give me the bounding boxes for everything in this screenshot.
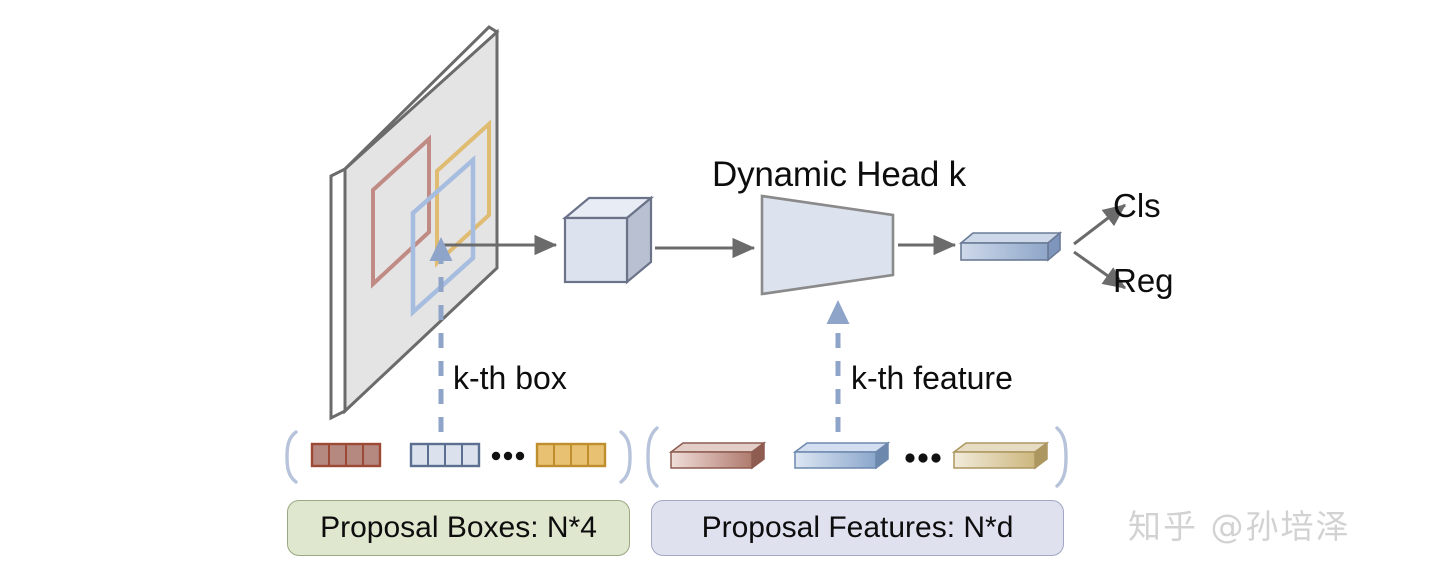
kth-box-label: k-th box [453, 360, 567, 396]
feature-bar-red [668, 441, 767, 470]
boxes-bracket-right [619, 430, 632, 484]
boxes-ellipsis [491, 451, 525, 461]
features-bracket-left [646, 426, 659, 488]
features-ellipsis [905, 453, 941, 463]
output-feature-bar [958, 231, 1063, 262]
zhihu-watermark: 知乎 @孙培泽 [1128, 507, 1351, 546]
feature-map-box-yellow [435, 119, 491, 268]
roi-feature-cube [561, 195, 655, 285]
arrow-output-to-cls [1073, 203, 1126, 246]
box-strip-red [310, 442, 382, 468]
reg-output-label: Reg [1113, 262, 1174, 299]
kth-feature-label: k-th feature [851, 360, 1013, 396]
feature-map-box-red [371, 134, 431, 289]
feature-bar-yellow [951, 441, 1050, 470]
box-strip-blue [409, 442, 481, 468]
proposal-features-tag: Proposal Features: N*d [651, 500, 1064, 556]
feature-map-box-blue [410, 155, 476, 318]
cube-front-face [563, 216, 629, 284]
feature-map-side-face [329, 166, 347, 421]
dynamic-head-title: Dynamic Head k [712, 155, 966, 194]
feature-map-front-face [343, 28, 499, 415]
dynamic-head-trapezoid [760, 194, 895, 296]
features-bracket-right [1055, 426, 1068, 488]
box-strip-yellow [535, 442, 607, 468]
feature-map-plane [329, 25, 500, 421]
boxes-bracket-left [285, 430, 298, 484]
feature-bar-blue [792, 441, 891, 470]
cls-output-label: Cls [1113, 187, 1161, 224]
proposal-boxes-tag: Proposal Boxes: N*4 [287, 500, 630, 556]
output-bar-top-face [958, 232, 1063, 244]
arrow-output-to-reg [1073, 250, 1126, 290]
output-bar-front-face [960, 242, 1049, 261]
